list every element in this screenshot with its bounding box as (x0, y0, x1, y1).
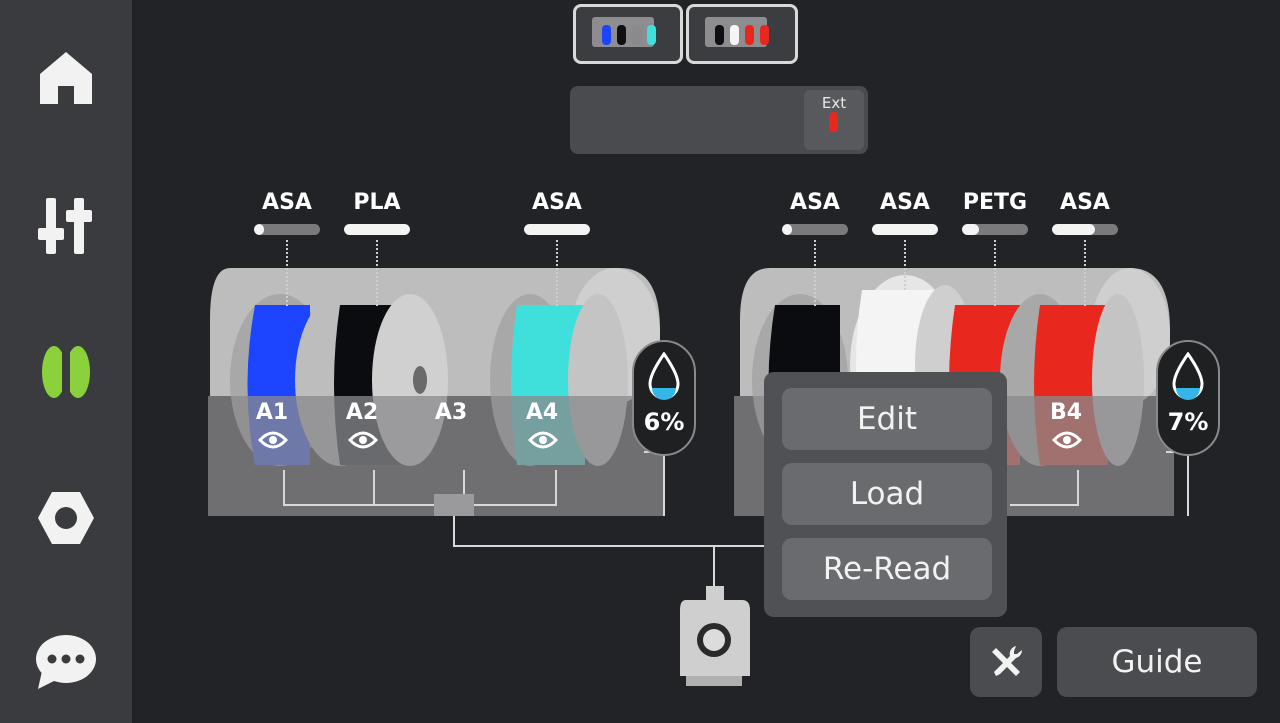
nav-filament[interactable] (26, 332, 106, 412)
ams-b-dot-1 (715, 25, 724, 45)
edit-button[interactable]: Edit (782, 388, 992, 450)
ams-a-dot-1 (602, 25, 611, 45)
eye-icon[interactable] (528, 428, 558, 452)
b4-remaining-bar (1052, 224, 1118, 235)
wrench-screwdriver-icon (992, 646, 1023, 676)
eye-icon[interactable] (1052, 428, 1082, 452)
nav-home[interactable] (26, 38, 106, 118)
ams-b-dot-4 (760, 25, 769, 45)
slot-a3-label[interactable]: A3 (434, 400, 468, 425)
ext-label: Ext (821, 94, 847, 112)
guide-button[interactable]: Guide (1057, 627, 1257, 697)
reread-button[interactable]: Re-Read (782, 538, 992, 600)
slot-context-menu: Edit Load Re-Read (764, 372, 1007, 617)
b1-remaining-bar (782, 224, 848, 235)
ams-a-dot-3 (632, 25, 641, 45)
b2-material: ASA (880, 190, 930, 215)
b3-pointer (994, 240, 996, 306)
ams-b-humidity[interactable]: 7% (1156, 340, 1220, 456)
a2-remaining-bar (344, 224, 410, 235)
b2-remaining-bar (872, 224, 938, 235)
a1-pointer (286, 240, 288, 306)
ams-b-tab[interactable] (686, 4, 798, 64)
eye-icon[interactable] (258, 428, 288, 452)
a4-material: ASA (532, 190, 582, 215)
eye-icon[interactable] (348, 428, 378, 452)
chat-icon (36, 635, 96, 689)
nut-icon (38, 492, 94, 544)
filament-icon (42, 346, 90, 398)
ams-b-dot-2 (730, 25, 739, 45)
ams-a-tab[interactable] (573, 4, 683, 64)
ams-a-humidity[interactable]: 6% (632, 340, 696, 456)
b3-material: PETG (962, 190, 1028, 215)
b4-material: ASA (1060, 190, 1110, 215)
humidity-value: 7% (1167, 408, 1209, 436)
nav-controls[interactable] (26, 186, 106, 266)
slot-b4-label[interactable]: B4 (1049, 400, 1083, 425)
a4-remaining-bar (524, 224, 590, 235)
a1-material: ASA (262, 190, 312, 215)
ams-a-dot-2 (617, 25, 626, 45)
b1-material: ASA (790, 190, 840, 215)
humidity-drop-icon (1172, 352, 1204, 400)
slot-a2-label[interactable]: A2 (345, 400, 379, 425)
tools-button[interactable] (970, 627, 1042, 697)
b2-pointer (904, 240, 906, 290)
nav-messages[interactable] (26, 622, 106, 702)
slot-a1-label[interactable]: A1 (255, 400, 289, 425)
humidity-value: 6% (643, 408, 685, 436)
home-icon (40, 52, 92, 104)
slot-a4-label[interactable]: A4 (525, 400, 559, 425)
ams-a-dot-4 (647, 25, 656, 45)
b1-pointer (814, 240, 816, 306)
a4-pointer (556, 240, 558, 306)
nav-settings[interactable] (26, 478, 106, 558)
ext-spool-tab[interactable]: Ext (804, 90, 864, 150)
a1-remaining-bar (254, 224, 320, 235)
a2-pointer (376, 240, 378, 306)
humidity-drop-icon (648, 352, 680, 400)
sidebar (0, 0, 132, 723)
a2-material: PLA (353, 190, 401, 215)
load-button[interactable]: Load (782, 463, 992, 525)
ext-dot (829, 112, 838, 132)
b3-remaining-bar (962, 224, 1028, 235)
b4-pointer (1084, 240, 1086, 306)
sliders-icon (38, 198, 92, 254)
ams-b-dot-3 (745, 25, 754, 45)
